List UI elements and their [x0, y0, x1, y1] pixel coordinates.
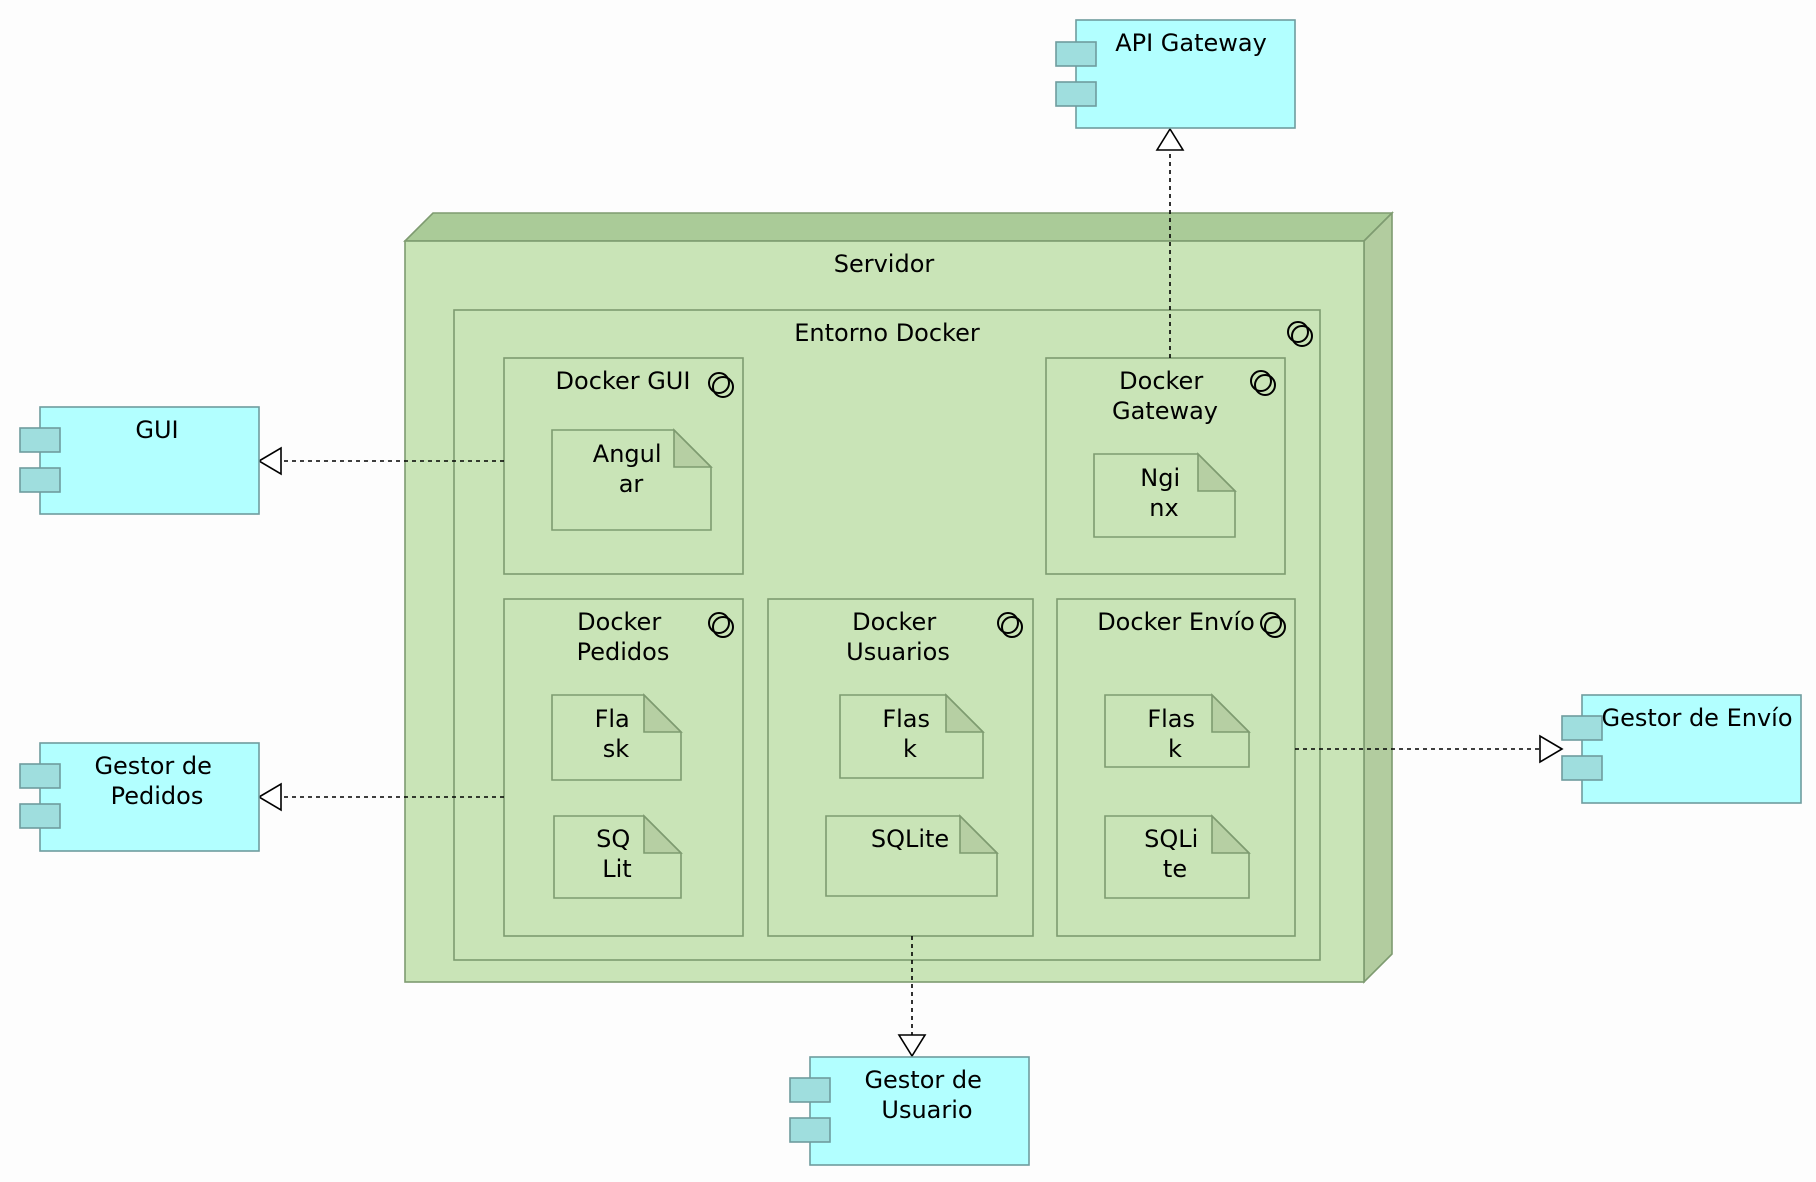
artifact-flask-usuarios[interactable]: Flas k [839, 693, 985, 779]
dependency-pedidos-to-gestor[interactable] [257, 782, 504, 812]
component-body [39, 406, 260, 515]
docker-envio-title: Docker Envío [1097, 608, 1255, 636]
artifact-angular-label: Angul ar [593, 440, 669, 498]
docker-gateway-container[interactable]: Docker Gateway Ngi nx [1045, 357, 1286, 575]
component-icon-tab [1561, 755, 1603, 781]
component-body [1075, 19, 1296, 129]
component-body [809, 1056, 1030, 1166]
artifact-angular[interactable]: Angul ar [551, 428, 713, 531]
docker-environment-title: Entorno Docker [794, 319, 980, 347]
docker-usuarios-container[interactable]: Docker Usuarios Flas k SQLite [767, 598, 1034, 937]
arrowhead [1155, 127, 1185, 151]
artifact-flask-pedidos-label: Fla sk [595, 705, 638, 763]
dependency-gui-to-gui[interactable] [257, 446, 504, 476]
server-node-side [1363, 211, 1393, 984]
arrowhead [897, 1034, 927, 1058]
artifact-sqlite-pedidos-label: SQ Lit [596, 825, 638, 883]
arrowhead [257, 782, 282, 812]
component-icon-tab [19, 427, 61, 453]
component-icon-tab [1055, 41, 1097, 67]
dependency-envio-to-gestor[interactable] [1295, 734, 1564, 764]
artifact-nginx-label: Ngi nx [1140, 464, 1188, 522]
component-body [39, 742, 260, 852]
component-body [1581, 694, 1802, 804]
artifact-sqlite-envio[interactable]: SQLi te [1104, 814, 1251, 899]
artifact-flask-envio[interactable]: Flas k [1104, 693, 1251, 768]
component-gestor-envio-label: Gestor de Envío [1601, 704, 1792, 732]
component-icon-tab [19, 803, 61, 829]
component-icon-tab [1561, 715, 1603, 741]
component-gui[interactable]: GUI [19, 406, 260, 515]
docker-pedidos-container[interactable]: Docker Pedidos Fla sk SQ Lit [503, 598, 744, 937]
arrowhead [257, 446, 282, 476]
server-title: Servidor [834, 250, 935, 278]
dependency-usuarios-to-gestor[interactable] [897, 936, 927, 1058]
system-software-icon [1287, 321, 1313, 347]
component-api-gateway[interactable]: API Gateway [1055, 19, 1296, 129]
component-icon-tab [789, 1117, 831, 1143]
docker-envio-container[interactable]: Docker Envío Flas k SQLi te [1056, 598, 1296, 937]
component-icon-tab [19, 467, 61, 493]
artifact-nginx[interactable]: Ngi nx [1093, 452, 1237, 538]
component-gestor-usuario-label: Gestor de Usuario [864, 1066, 989, 1124]
docker-pedidos-title: Docker Pedidos [577, 608, 670, 666]
docker-gui-container[interactable]: Docker GUI Angul ar [503, 357, 744, 575]
system-software-icon [708, 372, 734, 398]
component-gui-label: GUI [135, 416, 178, 444]
system-software-icon [1260, 612, 1286, 638]
arrowhead [1539, 734, 1564, 764]
docker-gateway-title: Docker Gateway [1112, 367, 1218, 425]
artifact-sqlite-envio-label: SQLi te [1144, 825, 1206, 883]
component-gestor-pedidos-label: Gestor de Pedidos [94, 752, 219, 810]
system-software-icon [997, 612, 1023, 638]
component-gestor-envio[interactable]: Gestor de Envío [1561, 694, 1802, 804]
server-node-top [403, 212, 1394, 242]
docker-usuarios-title: Docker Usuarios [846, 608, 950, 666]
docker-gui-title-line-1: Docker GUI [556, 367, 691, 395]
component-api-gateway-label: API Gateway [1115, 29, 1267, 57]
dependency-gateway-to-api[interactable] [1155, 127, 1185, 358]
artifact-sqlite-usuarios-label: SQLite [871, 825, 949, 853]
component-icon-tab [1055, 81, 1097, 107]
artifact-flask-envio-label: Flas k [1147, 705, 1202, 763]
system-software-icon [1250, 370, 1276, 396]
docker-gui-title: Docker GUI [556, 367, 691, 395]
component-gestor-pedidos[interactable]: Gestor de Pedidos [19, 742, 260, 852]
artifact-flask-usuarios-label: Flas k [882, 705, 937, 763]
system-software-icon [708, 612, 734, 638]
artifact-sqlite-usuarios[interactable]: SQLite [825, 814, 999, 897]
component-icon-tab [789, 1077, 831, 1103]
artifact-sqlite-pedidos[interactable]: SQ Lit [553, 814, 683, 899]
artifact-flask-pedidos[interactable]: Fla sk [551, 693, 683, 781]
component-icon-tab [19, 763, 61, 789]
component-gestor-usuario[interactable]: Gestor de Usuario [789, 1056, 1030, 1166]
